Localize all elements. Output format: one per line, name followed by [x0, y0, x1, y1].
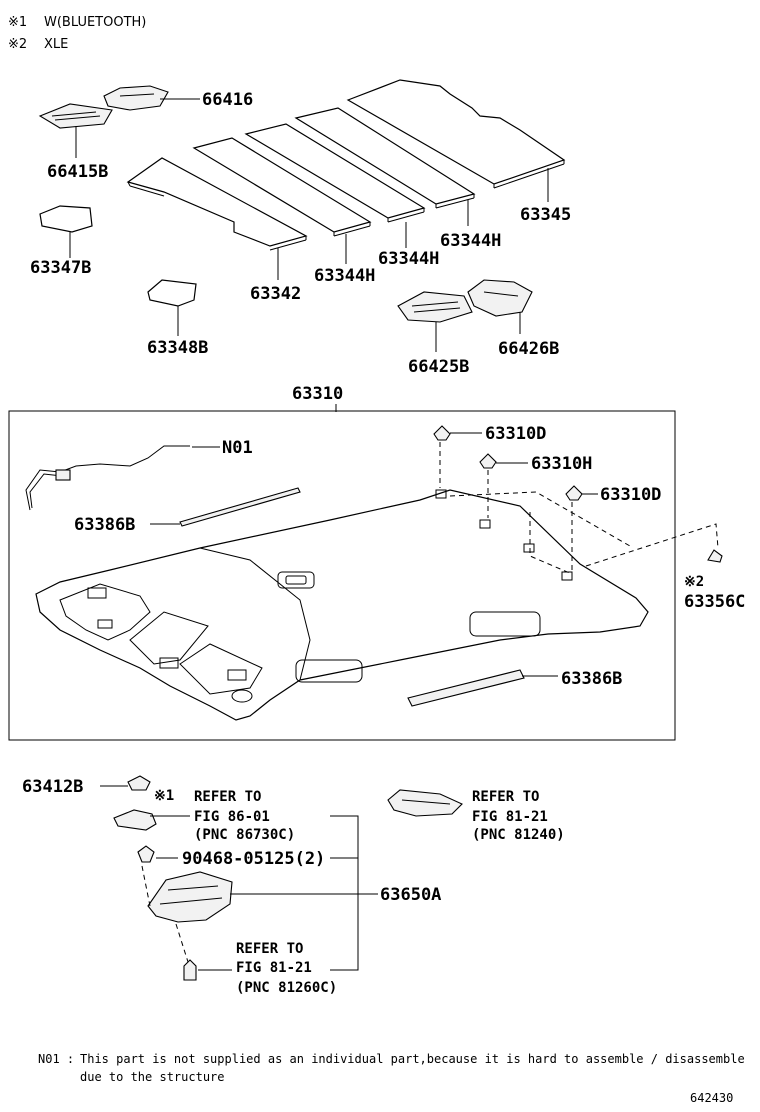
label-63348B: 63348B [147, 338, 208, 358]
footnote-line1: This part is not supplied as an individu… [80, 1052, 745, 1066]
lamp-guide-1 [141, 865, 151, 907]
block-63347B-drawing [39, 205, 93, 233]
part-bulb-81260C-drawing [183, 959, 197, 981]
dash-bracket-2 [529, 512, 573, 575]
bracket-66426B-drawing [467, 279, 533, 317]
label-63310H: 63310H [531, 454, 592, 474]
strip-63386B-b-drawing [407, 669, 525, 707]
block-63348B-drawing [147, 279, 197, 307]
mark-63356C: ※2 [684, 574, 704, 590]
note-text-1: W(BLUETOOTH) [44, 15, 146, 30]
label-63345: 63345 [520, 205, 571, 225]
refer-3-line1: REFER TO [236, 941, 303, 957]
label-63310D-a: 63310D [485, 424, 546, 444]
mark-refer-1: ※1 [154, 788, 174, 804]
label-63344H-c: 63344H [440, 231, 501, 251]
label-63342: 63342 [250, 284, 301, 304]
refer-3-line2: FIG 81-21 [236, 960, 312, 976]
refer-1-line3: (PNC 86730C) [194, 827, 295, 843]
part-lamp-81240-drawing [387, 789, 463, 817]
label-63310: 63310 [292, 384, 343, 404]
footnote-code: N01 : [38, 1052, 74, 1066]
label-66416: 66416 [202, 90, 253, 110]
label-N01: N01 [222, 438, 253, 458]
label-63356C: 63356C [684, 592, 745, 612]
part-63412B-drawing [127, 775, 151, 791]
part-bluetooth-mic-drawing [113, 809, 157, 831]
pad-63344H-a-drawing [192, 137, 372, 237]
note-mark-1: ※1 [8, 15, 27, 30]
refer-2-line2: FIG 81-21 [472, 809, 548, 825]
lamp-bracket-line [330, 815, 359, 971]
strip-63386B-a-drawing [179, 487, 301, 527]
label-63386B-b: 63386B [561, 669, 622, 689]
figure-id: 642430 [690, 1091, 733, 1105]
pad-63345-drawing [346, 79, 566, 189]
clip-63310D-b-drawing [565, 485, 583, 501]
dash-bracket-1 [449, 491, 631, 547]
part-screw-90468-drawing [137, 845, 155, 863]
label-66425B: 66425B [408, 357, 469, 377]
pad-66425B-drawing [397, 291, 473, 323]
clip-63356C-drawing [707, 549, 723, 563]
refer-3-line3: (PNC 81260C) [236, 980, 337, 996]
bracket-66416-drawing [103, 85, 169, 111]
pad-63344H-c-drawing [294, 107, 476, 209]
harness-N01-drawing [25, 445, 190, 511]
label-63386B-a: 63386B [74, 515, 135, 535]
pad-66415B-drawing [38, 103, 113, 129]
pad-63344H-b-drawing [244, 123, 426, 223]
label-90468: 90468-05125(2) [182, 849, 325, 869]
note-mark-2: ※2 [8, 37, 27, 52]
refer-1-line1: REFER TO [194, 789, 261, 805]
pad-63342-drawing [126, 157, 308, 251]
label-66426B: 66426B [498, 339, 559, 359]
clip-63310H-drawing [479, 453, 497, 469]
refer-2-line1: REFER TO [472, 789, 539, 805]
refer-1-line2: FIG 86-01 [194, 809, 270, 825]
label-63344H-a: 63344H [314, 266, 375, 286]
refer-2-line3: (PNC 81240) [472, 827, 565, 843]
note-text-2: XLE [44, 37, 68, 52]
label-63310D-b: 63310D [600, 485, 661, 505]
headliner-group-frame [8, 410, 676, 741]
label-63347B: 63347B [30, 258, 91, 278]
label-63650A: 63650A [380, 885, 441, 905]
label-63344H-b: 63344H [378, 249, 439, 269]
lamp-guide-2 [175, 923, 189, 963]
clip-63310D-a-drawing [433, 425, 451, 441]
footnote-line2: due to the structure [80, 1070, 225, 1084]
dash-bracket-3 [585, 523, 719, 567]
headliner-63310-drawing [35, 489, 649, 721]
label-66415B: 66415B [47, 162, 108, 182]
label-63412B: 63412B [22, 777, 83, 797]
part-63650A-drawing [147, 871, 233, 923]
